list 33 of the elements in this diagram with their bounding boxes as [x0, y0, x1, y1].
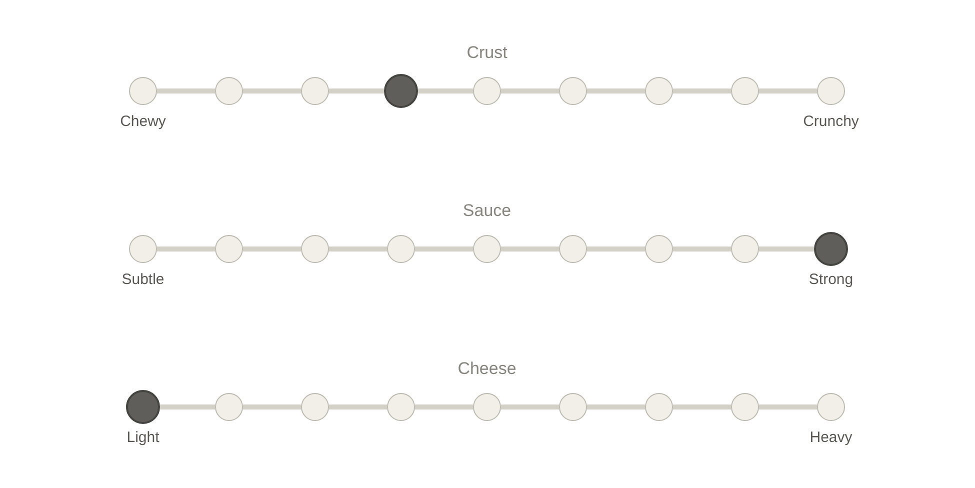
connector-line [501, 404, 559, 410]
scale-end-label: Strong [808, 272, 854, 287]
connector-line [759, 404, 817, 410]
connector-line [587, 246, 645, 252]
connector-line [415, 404, 473, 410]
connector-line [759, 88, 817, 94]
scale-title: Cheese [458, 360, 516, 377]
scale-title: Crust [466, 44, 508, 61]
scale-end-label: Chewy [120, 114, 166, 129]
connector-line [415, 246, 473, 252]
connector-line [587, 88, 645, 94]
connector-line [673, 88, 731, 94]
connector-line [501, 88, 559, 94]
scale-end-label: Subtle [122, 272, 164, 287]
connector-line [160, 404, 215, 410]
connector-line [329, 246, 387, 252]
connector-line [673, 246, 731, 252]
connector-line [587, 404, 645, 410]
scale-end-label: Light [126, 430, 160, 445]
connector-line [243, 404, 301, 410]
scale-title: Sauce [462, 202, 512, 219]
connector-line [329, 88, 384, 94]
scale-end-label: Crunchy [803, 114, 859, 129]
connector-line [759, 246, 814, 252]
connector-line [673, 404, 731, 410]
connector-line [157, 246, 215, 252]
scale-end-label: Heavy [810, 430, 852, 445]
connector-line [501, 246, 559, 252]
connector-line [243, 246, 301, 252]
connector-line [157, 88, 215, 94]
connector-line [243, 88, 301, 94]
connector-line [329, 404, 387, 410]
connector-line [418, 88, 473, 94]
